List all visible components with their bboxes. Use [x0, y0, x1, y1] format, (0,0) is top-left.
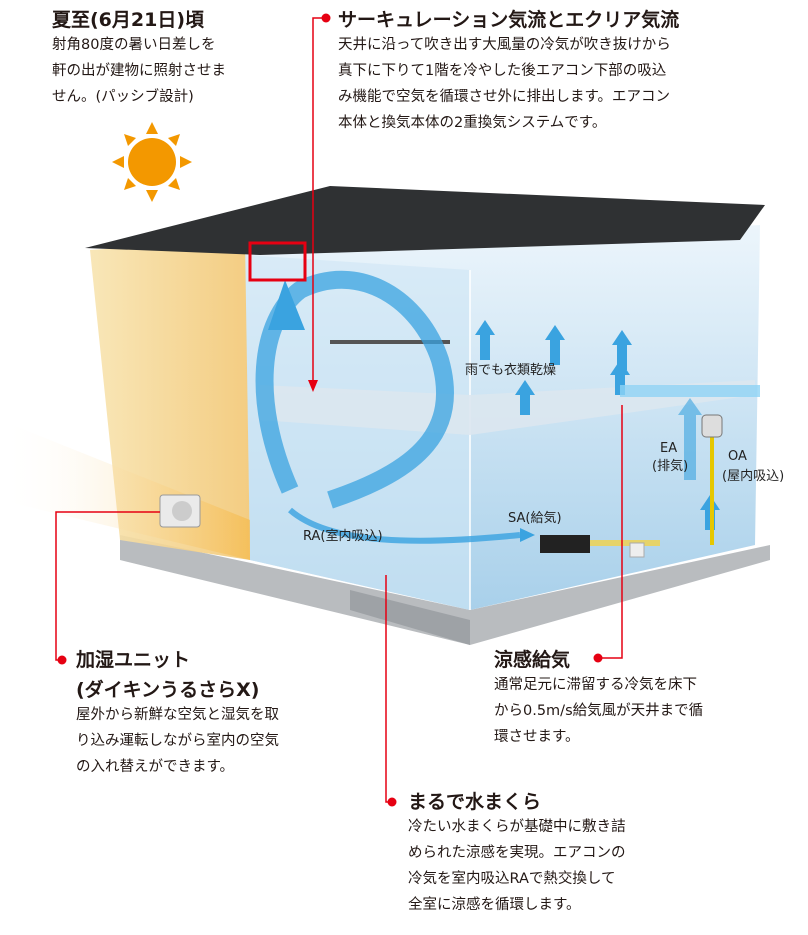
water-pillow-line: 全室に涼感を循環します。	[408, 897, 581, 913]
sun-icon	[112, 122, 192, 202]
circulation-airflow	[255, 270, 454, 509]
ra-label: RA(室内吸込)	[303, 528, 383, 544]
water-pillow-line: 冷たい水まくらが基礎中に敷き詰	[408, 819, 626, 835]
laundry-label: 雨でも衣類乾燥	[465, 362, 556, 378]
circulation-block: サーキュレーション気流とエクリア気流 天井に沿って吹き出す大風量の冷気が吹き抜け…	[338, 8, 679, 136]
humidifier-subtitle: (ダイキンうるさらX)	[76, 679, 260, 701]
cool-supply-line: 通常足元に滞留する冷気を床下	[494, 677, 697, 693]
humidifier-line: 屋外から新鮮な空気と湿気を取	[76, 707, 279, 723]
circulation-title: サーキュレーション気流とエクリア気流	[338, 9, 680, 31]
cool-supply-title: 涼感給気	[494, 649, 571, 671]
solstice-title: 夏至(6月21日)頃	[52, 9, 205, 31]
circulation-line: 真下に下りて1階を冷やした後エアコン下部の吸込	[338, 63, 667, 79]
water-pillow-block: まるで水まくら 冷たい水まくらが基礎中に敷き詰 められた涼感を実現。エアコンの …	[408, 790, 626, 918]
supply-up-arrows	[475, 320, 720, 530]
sa-label: SA(給気)	[508, 510, 562, 526]
solstice-line: 軒の出が建物に照射させま	[52, 63, 226, 79]
humidifier-line: り込み運転しながら室内の空気	[76, 733, 279, 749]
circulation-line: 本体と換気本体の2重換気システムです。	[338, 115, 607, 131]
solstice-line: せん。(パッシブ設計)	[52, 89, 194, 105]
humidifier-block: 加湿ユニット (ダイキンうるさらX) 屋外から新鮮な空気と湿気を取 り込み運転し…	[76, 648, 279, 780]
cool-supply-block: 涼感給気 通常足元に滞留する冷気を床下 から0.5m/s給気風が天井まで循 環さ…	[494, 648, 703, 750]
water-pillow-line: められた涼感を実現。エアコンの	[408, 845, 626, 861]
aircon-highlight	[248, 241, 307, 282]
ea-sub-label: (排気)	[652, 458, 688, 474]
water-pillow-line: 冷気を室内吸込RAで熱交換して	[408, 871, 616, 887]
callout-dots	[57, 13, 603, 807]
solstice-block: 夏至(6月21日)頃 射角80度の暑い日差しを 軒の出が建物に照射させま せん。…	[52, 8, 226, 110]
cool-supply-line: 環させます。	[494, 729, 580, 745]
roof	[85, 186, 765, 255]
solstice-line: 射角80度の暑い日差しを	[52, 37, 216, 53]
water-pillow-title: まるで水まくら	[408, 791, 542, 813]
oa-label: OA	[728, 449, 747, 464]
circulation-line: み機能で空気を循環させ外に排出します。エアコン	[338, 89, 671, 105]
cool-supply-line: から0.5m/s給気風が天井まで循	[494, 703, 704, 719]
oa-sub-label: (屋内吸込)	[722, 468, 784, 484]
ea-label: EA	[660, 441, 677, 456]
sa-unit	[540, 535, 590, 553]
circulation-line: 天井に沿って吹き出す大風量の冷気が吹き抜けから	[338, 37, 671, 53]
humidifier-line: の入れ替えができます。	[76, 759, 235, 775]
humidifier-title: 加湿ユニット	[76, 649, 191, 671]
